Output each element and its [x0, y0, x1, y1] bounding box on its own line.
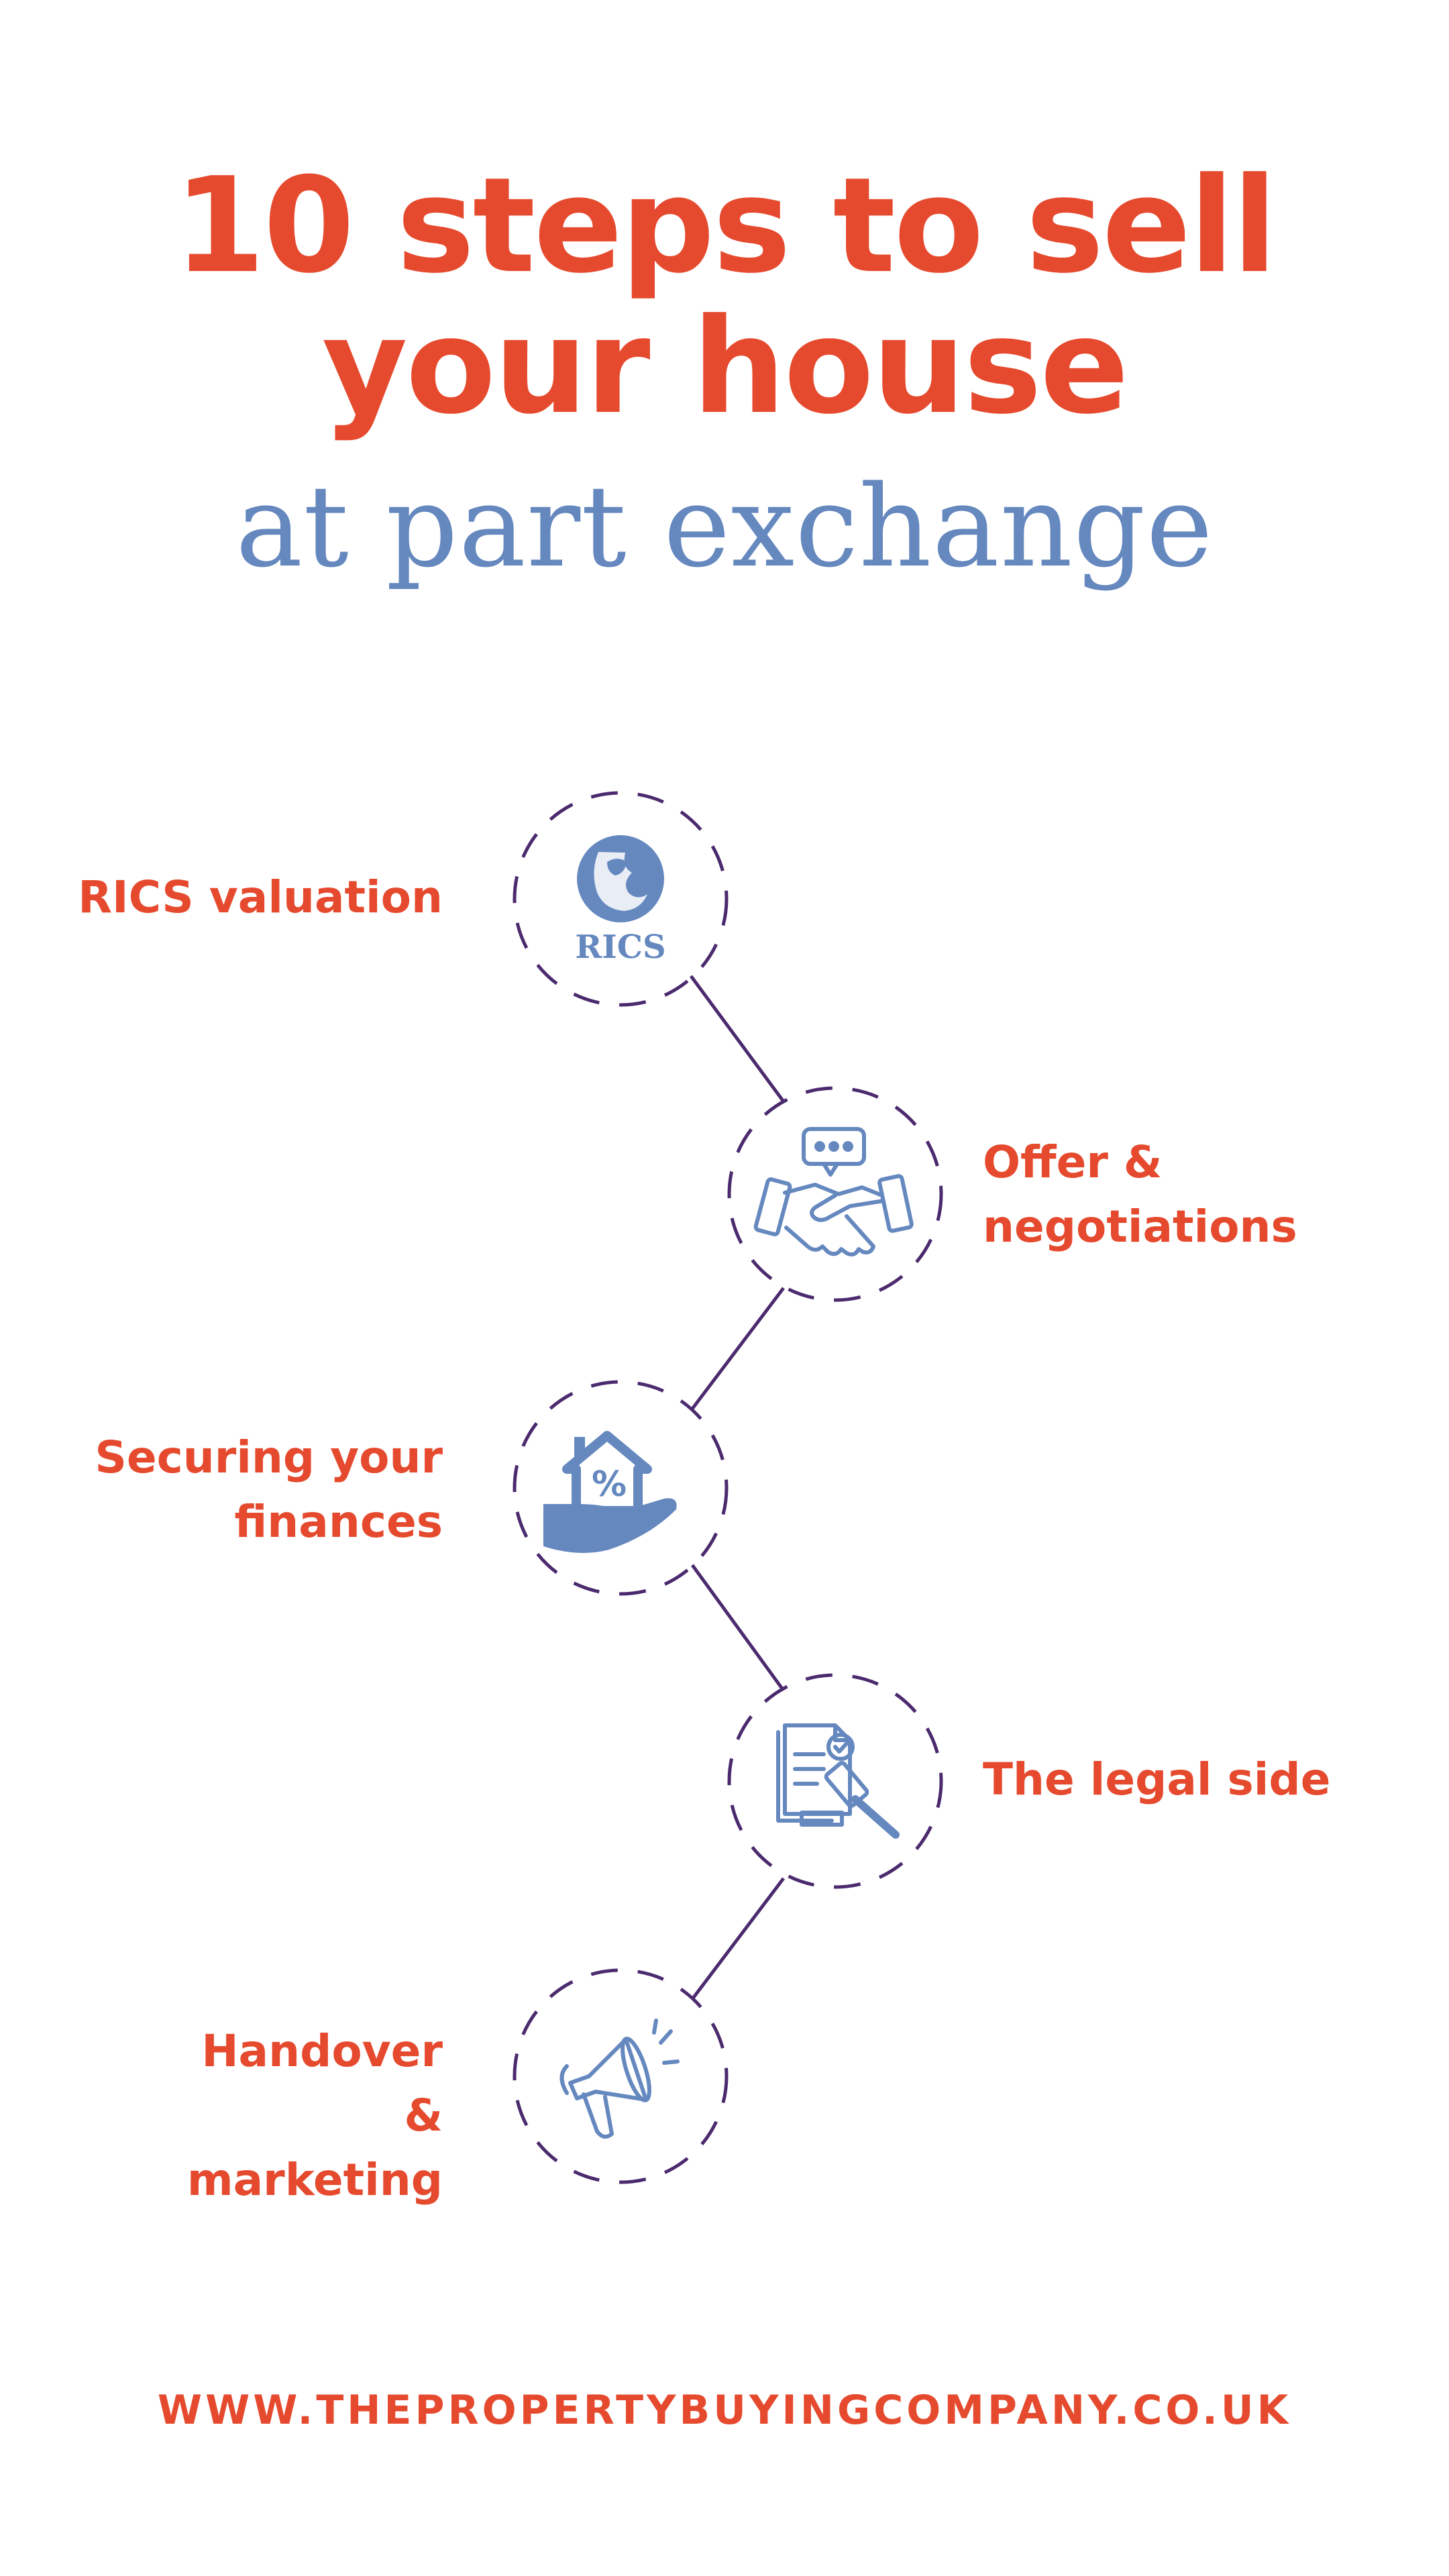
connector-3-4: [690, 1564, 786, 1692]
house-percent-hand-icon: %: [543, 1431, 677, 1553]
step-1-label: RICS valuation: [78, 871, 443, 923]
title-line-2: your house: [321, 290, 1129, 443]
connector-2-3: [691, 1287, 785, 1410]
step-5-label: Handover & marketing: [186, 2025, 443, 2206]
subtitle: at part exchange: [235, 461, 1214, 592]
rics-logo-text: RICS: [575, 928, 665, 966]
megaphone-icon: [559, 2019, 680, 2139]
title-line-1: 10 steps to sell: [173, 150, 1277, 303]
step-3-circle: [513, 1380, 729, 1596]
step-1-circle: [513, 791, 729, 1007]
step-3-label: Securing your finances: [95, 1432, 443, 1548]
step-2-label: Offer & negotiations: [983, 1136, 1297, 1252]
step-2-circle: [727, 1086, 943, 1302]
step-4-circle: [727, 1673, 943, 1889]
step-5-circle: [513, 1968, 729, 2184]
document-gavel-icon: [776, 1723, 900, 1839]
website-url[interactable]: WWW.THEPROPERTYBUYINGCOMPANY.CO.UK: [157, 2387, 1292, 2434]
connector-1-2: [689, 975, 786, 1103]
svg-text:%: %: [592, 1464, 627, 1505]
step-4-label: The legal side: [983, 1754, 1331, 1805]
rics-logo-icon: RICS: [575, 835, 666, 966]
handshake-chat-icon: [753, 1127, 914, 1256]
connector-4-5: [691, 1877, 785, 2000]
